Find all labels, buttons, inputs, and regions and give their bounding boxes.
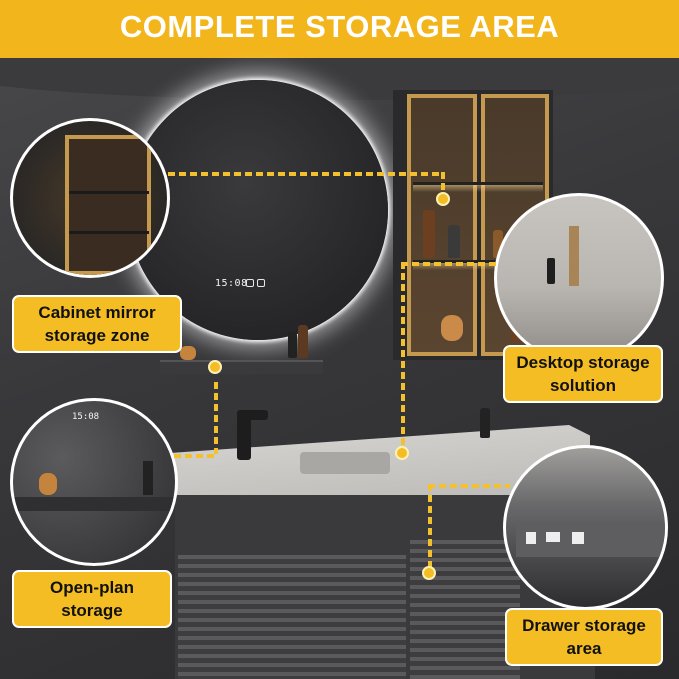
callout-line <box>401 262 497 266</box>
label-cabinet-mirror-text: Cabinet mirror storage zone <box>38 303 156 345</box>
label-cabinet-mirror-storage: Cabinet mirror storage zone <box>12 295 182 353</box>
vanity-drawer-left <box>178 555 406 679</box>
callout-line <box>441 172 445 196</box>
shelf-bottle <box>288 332 297 358</box>
inset-mirror-clock: 15:08 <box>72 412 100 422</box>
label-open-plan-storage: Open-plan storage <box>12 570 172 628</box>
floating-wall-shelf <box>160 360 323 374</box>
callout-line <box>214 382 218 454</box>
shelf-light <box>413 182 543 192</box>
mirror-touch-button-icon <box>246 279 254 287</box>
title-banner: COMPLETE STORAGE AREA <box>0 0 679 58</box>
integrated-basin <box>300 452 390 474</box>
shelf-bottle <box>298 325 308 358</box>
faucet-spout <box>240 410 268 420</box>
mirror-touch-button-icon <box>257 279 265 287</box>
callout-dot <box>422 566 436 580</box>
countertop-bottle <box>480 408 490 438</box>
label-desktop-text: Desktop storage solution <box>516 353 650 395</box>
callout-line <box>428 484 432 572</box>
inset-desktop-closeup <box>494 193 664 363</box>
callout-dot <box>208 360 222 374</box>
cabinet-bottle <box>448 225 460 258</box>
callout-line <box>168 172 443 176</box>
label-drawer-text: Drawer storage area <box>522 616 646 658</box>
inset-cabinet-mirror-closeup <box>10 118 170 278</box>
callout-line <box>401 262 405 452</box>
inset-open-plan-closeup <box>10 398 178 566</box>
cabinet-bottle <box>493 230 503 258</box>
inset-drawer-closeup <box>503 445 668 610</box>
cabinet-door-left <box>407 94 477 356</box>
vanity-drawer-right <box>410 540 520 679</box>
label-open-plan-text: Open-plan storage <box>49 578 135 620</box>
black-faucet <box>237 410 251 460</box>
label-desktop-storage: Desktop storage solution <box>503 345 663 403</box>
cabinet-shelf <box>413 260 543 263</box>
cabinet-vase <box>441 315 463 341</box>
mirror-clock: 15:08 <box>215 278 248 289</box>
shelf-candle <box>180 346 196 360</box>
callout-line <box>174 454 218 458</box>
banner-title: COMPLETE STORAGE AREA <box>119 9 560 44</box>
callout-line <box>428 484 510 488</box>
cabinet-shelf <box>413 182 543 185</box>
callout-dot <box>436 192 450 206</box>
cabinet-bottle <box>423 210 435 258</box>
callout-dot <box>395 446 409 460</box>
label-drawer-storage: Drawer storage area <box>505 608 663 666</box>
